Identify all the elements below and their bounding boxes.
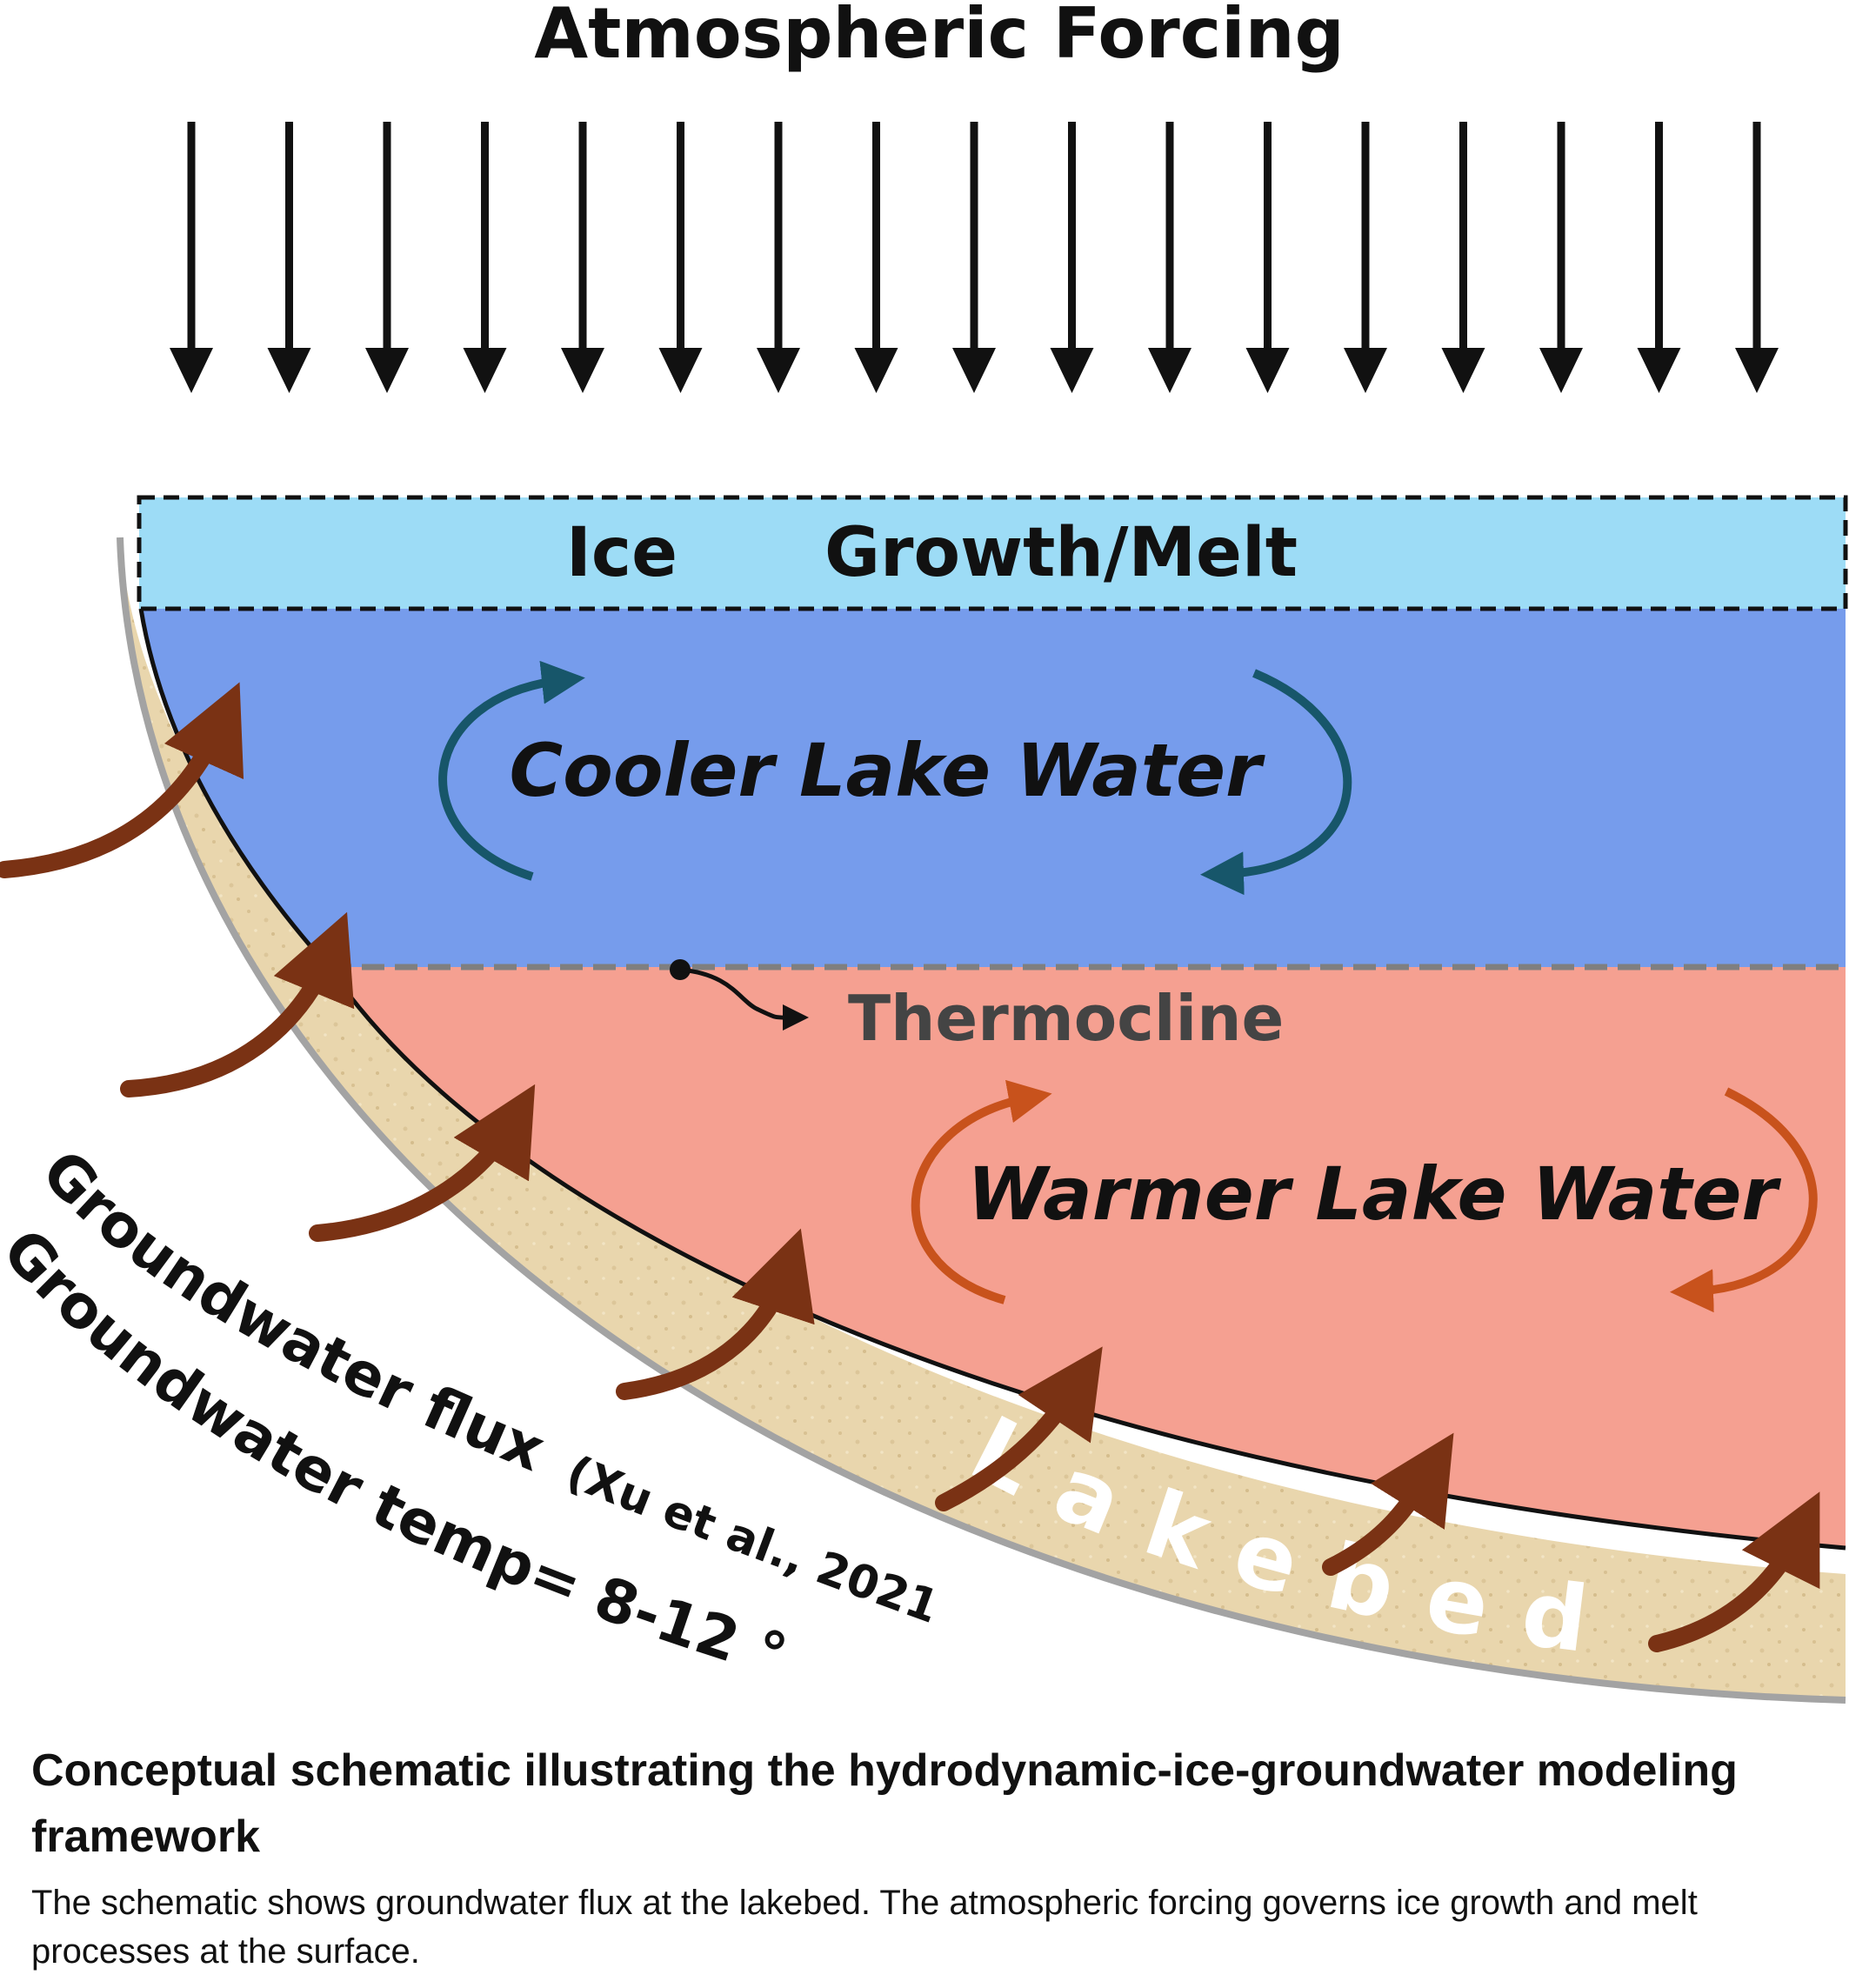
groundwater-flux-arrow <box>935 1346 1103 1511</box>
groundwater-flux-arrow <box>616 1228 815 1400</box>
forcing-arrow-head <box>170 348 213 393</box>
warm-circulation-arrow-right <box>1670 1087 1818 1313</box>
forcing-arrow-head <box>463 348 507 393</box>
cool-water-label: Cooler Lake Water <box>510 728 1266 813</box>
forcing-arrow-head <box>1344 348 1387 393</box>
diagram-title: Atmospheric Forcing <box>534 0 1345 74</box>
forcing-arrow-head <box>952 348 996 393</box>
thermocline-pointer-arrow <box>679 967 809 1031</box>
warm-water-label: Warmer Lake Water <box>967 1151 1781 1237</box>
thermocline-label: Thermocline <box>848 982 1284 1055</box>
forcing-arrow-head <box>1637 348 1681 393</box>
forcing-arrow-head <box>1148 348 1192 393</box>
warm-water-layer <box>329 967 1846 1548</box>
forcing-arrow-head <box>1441 348 1485 393</box>
forcing-arrow-head <box>1245 348 1290 393</box>
forcing-arrow-head <box>658 348 703 393</box>
ice-process-label: Growth/Melt <box>824 514 1298 592</box>
warm-circulation-arrow-left <box>911 1079 1052 1304</box>
forcing-arrow-head <box>1539 348 1583 393</box>
forcing-arrow-head <box>757 348 800 393</box>
cool-circulation-arrow-left <box>438 660 585 881</box>
caption-body: The schematic shows groundwater flux at … <box>31 1884 1698 1971</box>
forcing-arrow-head <box>365 348 409 393</box>
forcing-arrow-head <box>561 348 604 393</box>
forcing-arrow-head <box>1050 348 1094 393</box>
groundwater-flux-arrow <box>0 682 244 878</box>
groundwater-flux-arrow <box>1322 1432 1454 1576</box>
forcing-arrow-head <box>854 348 898 393</box>
ice-layer <box>137 495 1848 611</box>
atmospheric-forcing-arrows <box>170 122 1779 393</box>
groundwater-flux-arrow <box>309 1084 536 1242</box>
forcing-arrow-head <box>267 348 311 393</box>
forcing-arrow-head <box>1735 348 1779 393</box>
groundwater-flux-arrows <box>0 682 1820 1652</box>
ice-label: Ice <box>566 514 678 592</box>
caption-title: Conceptual schematic illustrating the hy… <box>31 1745 1738 1862</box>
groundwater-flux-arrow <box>1648 1491 1820 1652</box>
cool-circulation-arrow-right <box>1200 669 1352 896</box>
groundwater-flux-arrow <box>120 911 355 1097</box>
